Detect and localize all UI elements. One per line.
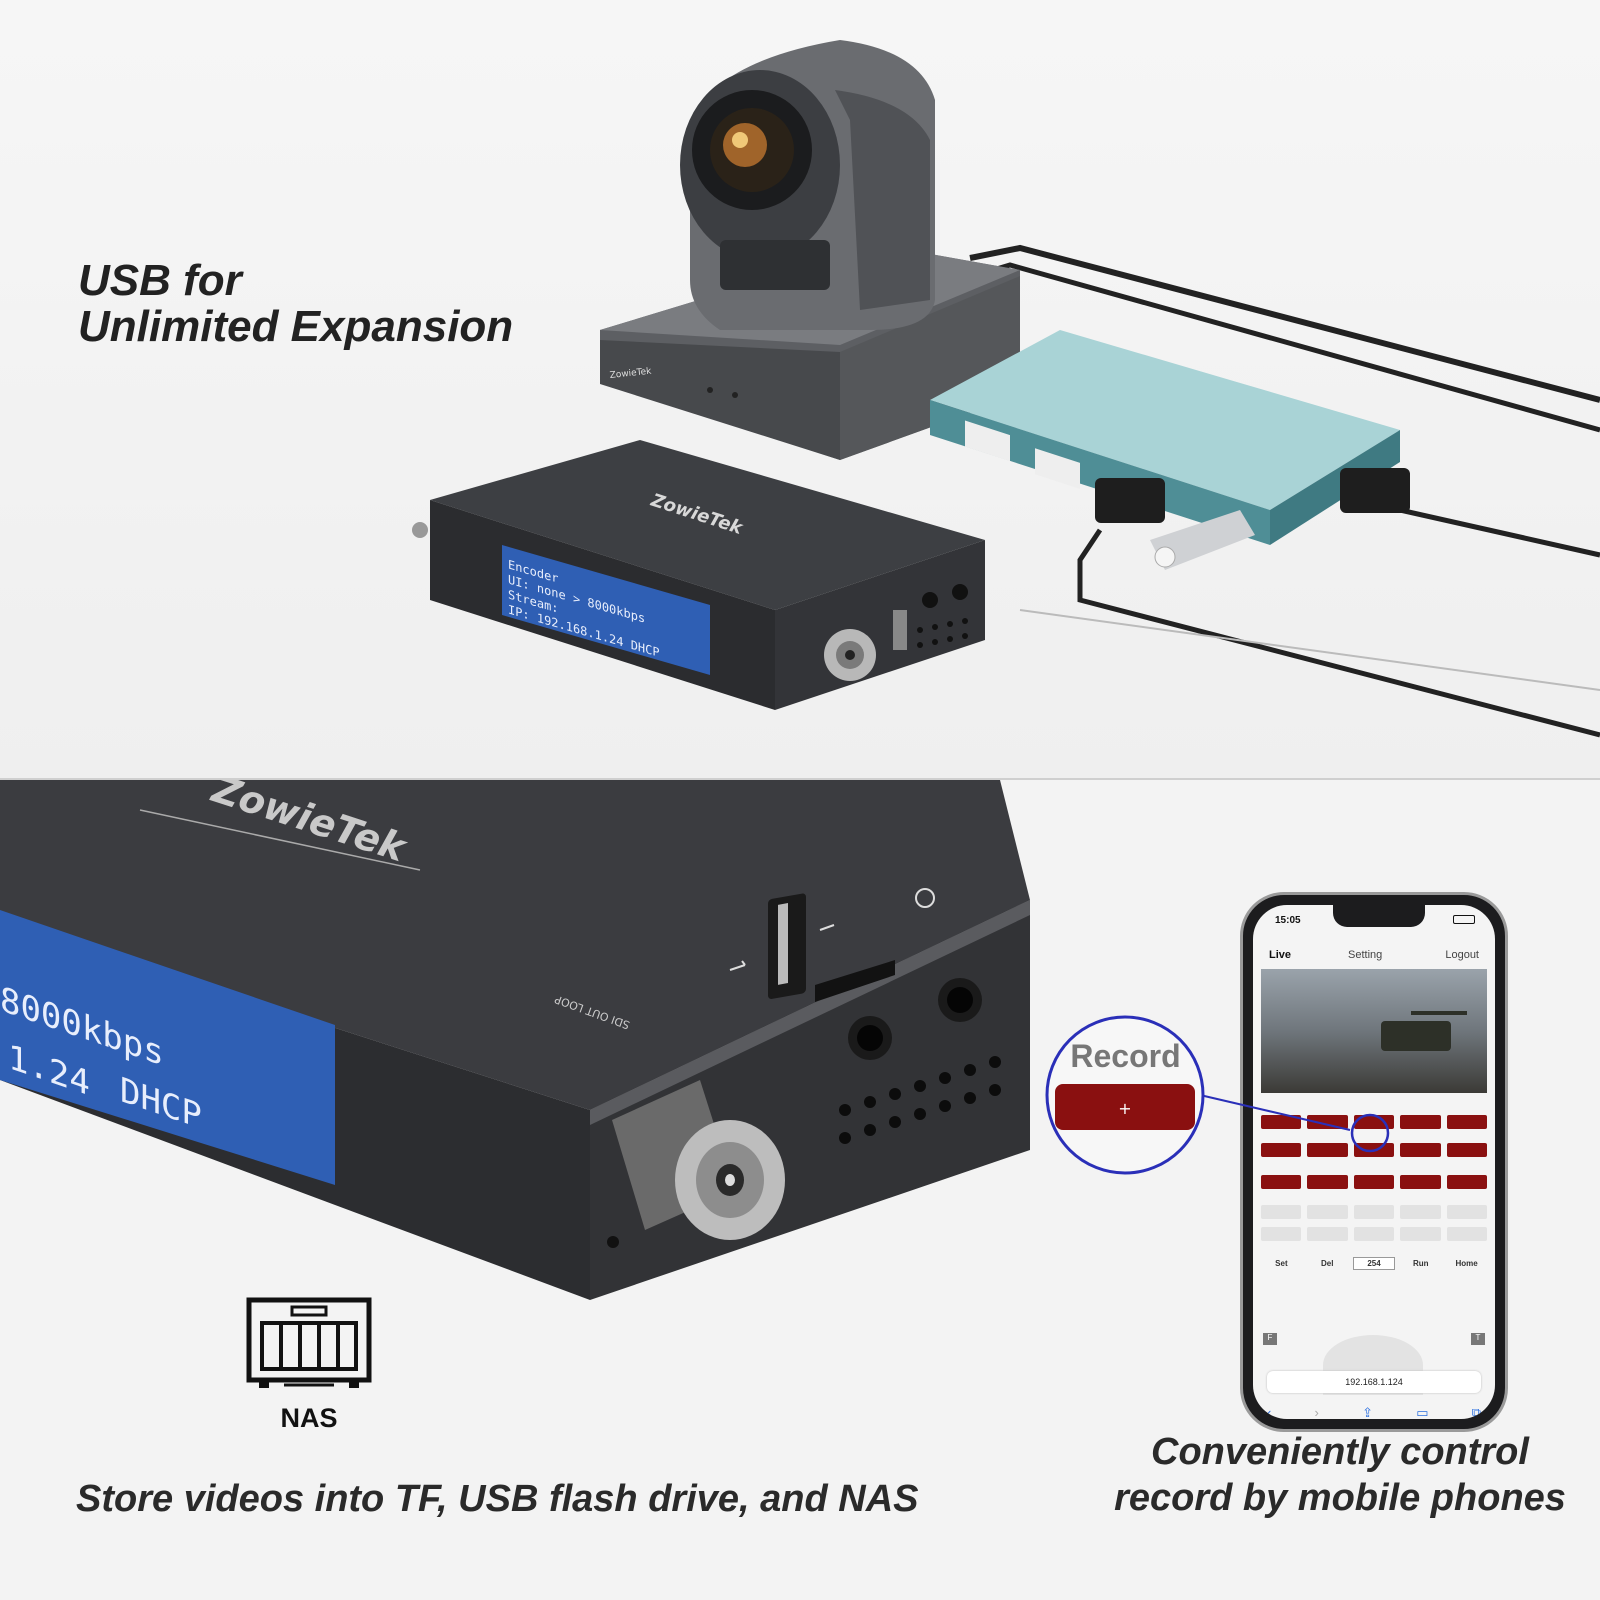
- cable-camera-1: [969, 244, 1600, 403]
- caption-mobile-control: Conveniently control record by mobile ph…: [1090, 1430, 1590, 1521]
- preset-button[interactable]: [1261, 1205, 1302, 1219]
- grid-button[interactable]: [1307, 1143, 1348, 1157]
- tf-card-slot: [815, 960, 895, 1002]
- grid-button[interactable]: [1353, 1175, 1395, 1189]
- callout-small-ring: [1350, 1113, 1390, 1153]
- bookmarks-icon[interactable]: ▭: [1416, 1405, 1429, 1419]
- signal-symbol-icon: [819, 924, 835, 931]
- tab-setting[interactable]: Setting: [1348, 949, 1383, 961]
- bottom-panel: 8000kbps 1.24 DHCP ZowieTek SDI OUT LOOP: [0, 780, 1600, 1600]
- phone-notch: [1333, 905, 1425, 927]
- headline-usb-expansion: USB for Unlimited Expansion: [78, 256, 514, 352]
- grid-button[interactable]: [1261, 1115, 1302, 1129]
- video-preview: [1261, 969, 1487, 1093]
- cable-hub-right: [1399, 507, 1600, 558]
- phone-time: 15:05: [1275, 915, 1301, 926]
- usb-symbol-icon: [729, 960, 746, 971]
- tele-key[interactable]: T: [1471, 1333, 1485, 1345]
- run-button[interactable]: Run: [1413, 1259, 1429, 1268]
- forward-icon[interactable]: ›: [1314, 1405, 1319, 1419]
- home-button[interactable]: Home: [1455, 1259, 1478, 1268]
- preset-button[interactable]: [1307, 1205, 1348, 1219]
- preset-button[interactable]: [1446, 1205, 1488, 1219]
- preset-button[interactable]: [1400, 1227, 1441, 1241]
- usb-plug-2: [1340, 468, 1410, 513]
- preset-button[interactable]: [1353, 1205, 1395, 1219]
- encoder-device-top: Encoder UI: none > 8000kbps Stream: IP: …: [412, 440, 985, 710]
- headline-line-2: Unlimited Expansion: [78, 302, 514, 352]
- grid-button[interactable]: [1446, 1143, 1488, 1157]
- grid-button[interactable]: [1400, 1143, 1441, 1157]
- smartphone: 15:05 Live Setting Logout: [1240, 892, 1508, 1432]
- grid-button[interactable]: [1400, 1175, 1441, 1189]
- usb-hub: [930, 330, 1410, 570]
- share-icon[interactable]: ⇪: [1362, 1405, 1373, 1419]
- grid-button[interactable]: [1353, 1115, 1395, 1129]
- vent-holes: [839, 1056, 1001, 1144]
- browser-address-bar[interactable]: 192.168.1.124: [1267, 1371, 1481, 1393]
- preset-button[interactable]: [1261, 1227, 1302, 1241]
- caption-mobile-line-2: record by mobile phones: [1114, 1476, 1566, 1519]
- encoder-lcd-closeup: [0, 910, 335, 1185]
- preset-number-field[interactable]: 254: [1352, 1257, 1396, 1270]
- bnc-connector-closeup: [612, 1080, 785, 1240]
- svg-text:ZowieTek: ZowieTek: [609, 367, 652, 381]
- panel-divider: [0, 778, 1600, 780]
- focus-key[interactable]: F: [1263, 1333, 1277, 1345]
- usb-flash-drive: [1150, 510, 1255, 570]
- tabs-icon[interactable]: ⧉: [1471, 1405, 1481, 1419]
- encoder-lcd-top: [502, 545, 710, 675]
- phone-screen: 15:05 Live Setting Logout: [1253, 905, 1495, 1419]
- nas-label: NAS: [280, 1403, 338, 1433]
- ptz-camera: ZowieTek: [600, 40, 1020, 460]
- grid-button[interactable]: [1307, 1115, 1348, 1129]
- record-button-enlarged: [1055, 1084, 1195, 1130]
- browser-toolbar: ‹ › ⇪ ▭ ⧉: [1267, 1405, 1481, 1419]
- preset-button[interactable]: [1307, 1227, 1348, 1241]
- record-button-grid: Set Del 254 Run Home: [1261, 1115, 1488, 1270]
- top-product-illustration: ZowieTek: [412, 40, 1600, 738]
- back-icon[interactable]: ‹: [1267, 1405, 1272, 1419]
- delete-button[interactable]: Del: [1320, 1259, 1334, 1268]
- grid-button[interactable]: [1446, 1175, 1488, 1189]
- record-callout: +: [1045, 1015, 1390, 1175]
- tab-live[interactable]: Live: [1269, 949, 1292, 961]
- nas-icon: [246, 1297, 372, 1388]
- top-panel: USB for Unlimited Expansion ZowieTek: [0, 0, 1600, 780]
- preset-button[interactable]: [1400, 1205, 1441, 1219]
- cable-hub-left: [1077, 528, 1600, 738]
- caption-mobile-line-1: Conveniently control: [1151, 1431, 1529, 1473]
- preset-button[interactable]: [1353, 1227, 1395, 1241]
- battery-icon: [1453, 915, 1475, 924]
- tank-silhouette: [1381, 1021, 1451, 1051]
- grid-button[interactable]: [1261, 1143, 1302, 1157]
- svg-text:+: +: [1118, 1099, 1131, 1118]
- grid-button[interactable]: [1446, 1115, 1488, 1129]
- encoder-closeup: 8000kbps 1.24 DHCP ZowieTek SDI OUT LOOP: [0, 780, 1030, 1300]
- headphone-symbol-icon: [915, 888, 935, 908]
- preset-button[interactable]: [1446, 1227, 1488, 1241]
- grid-button[interactable]: [1400, 1115, 1441, 1129]
- record-callout-label: Record: [1070, 1038, 1181, 1074]
- usb-plug-1: [1095, 478, 1165, 523]
- tab-logout[interactable]: Logout: [1445, 949, 1479, 961]
- headline-line-1: USB for: [78, 256, 242, 305]
- grid-button[interactable]: [1307, 1175, 1348, 1189]
- grid-button[interactable]: [1261, 1175, 1302, 1189]
- caption-storage: Store videos into TF, USB flash drive, a…: [76, 1478, 919, 1520]
- set-button[interactable]: Set: [1275, 1259, 1288, 1268]
